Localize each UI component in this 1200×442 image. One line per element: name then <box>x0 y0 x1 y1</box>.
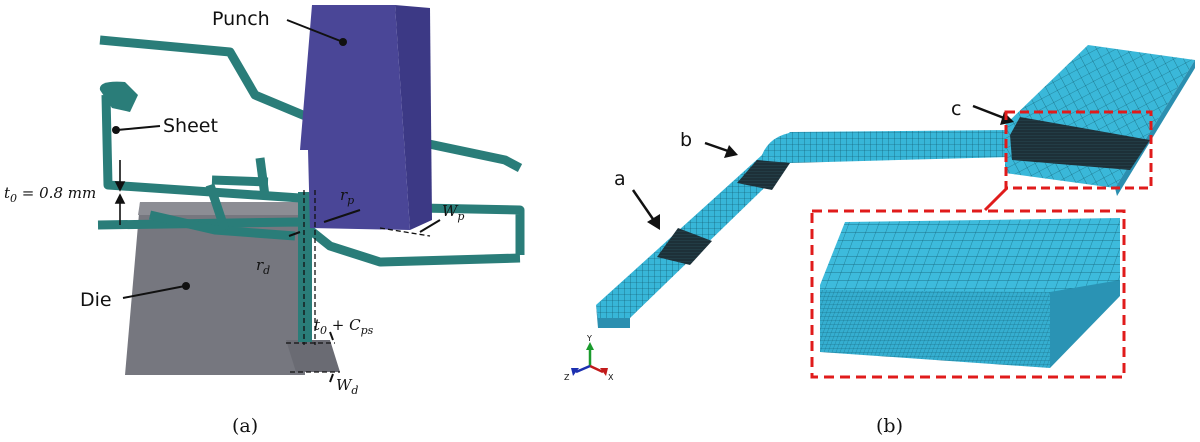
sheet-label: Sheet <box>163 115 218 137</box>
triad-z: Z <box>564 373 570 382</box>
mesh-elbow <box>762 132 800 163</box>
label-a: a <box>614 168 626 190</box>
axis-triad: Y Z X <box>564 334 614 382</box>
label-c: c <box>951 98 961 120</box>
t0-label: t0 = 0.8 mm <box>4 184 96 205</box>
leader-dots <box>112 38 347 290</box>
refined-band-c <box>1010 117 1150 170</box>
wp-label: Wp <box>442 202 464 223</box>
triad-x: X <box>608 373 614 382</box>
panel-b: a b c Y Z X (b) <box>564 45 1195 437</box>
rp-label: rp <box>340 186 354 207</box>
sheet-flange <box>298 192 312 342</box>
zoom-connector <box>983 186 1009 212</box>
gap-label: t0 + Cps <box>314 316 374 337</box>
mesh-arm-upper <box>762 130 1010 163</box>
sheet-frame <box>97 35 525 267</box>
caption-b: (b) <box>876 415 903 437</box>
leaders <box>116 19 441 383</box>
punch-label: Punch <box>212 8 270 30</box>
refined-band-a <box>657 228 712 265</box>
die-label: Die <box>80 289 112 311</box>
t0-arrows <box>114 160 126 225</box>
zoom-detail-box <box>810 209 1126 379</box>
wd-label: Wd <box>336 376 358 397</box>
panel-a: Punch Sheet Die t0 = 0.8 mm rp rd Wp t0 … <box>4 5 525 437</box>
rd-label: rd <box>256 256 270 277</box>
caption-a: (a) <box>232 415 258 437</box>
triad-y: Y <box>586 334 592 343</box>
zoom-mesh-side <box>1050 280 1120 368</box>
zoom-mesh-front <box>820 290 1050 368</box>
die-block <box>125 202 305 375</box>
zoom-source-box <box>1004 110 1153 190</box>
sheet-hook <box>99 81 138 112</box>
mesh-arm-lower-edge <box>596 305 630 328</box>
punch-side <box>395 5 432 230</box>
label-b: b <box>680 129 692 151</box>
die-step <box>286 340 340 372</box>
arrows-b <box>631 104 1005 223</box>
punch-front <box>300 5 410 230</box>
refined-band-b <box>737 160 790 190</box>
dimension-lines <box>286 190 431 373</box>
